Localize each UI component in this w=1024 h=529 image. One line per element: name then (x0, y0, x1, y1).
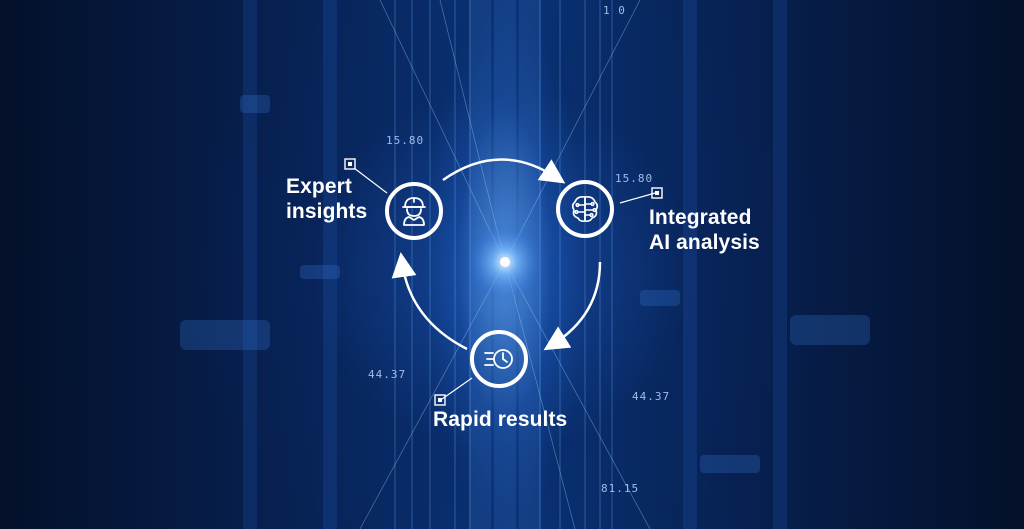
bg-number: 81.15 (601, 482, 640, 495)
marker-square (651, 187, 663, 199)
label-rapid-results: Rapid results (433, 407, 567, 432)
bg-number: 1 0 (603, 4, 626, 17)
bg-number: 44.37 (368, 368, 407, 381)
bg-number: 15.80 (386, 134, 425, 147)
label-line: Integrated (649, 206, 752, 229)
label-line: insights (286, 200, 368, 223)
node-integrated-ai-analysis (556, 180, 614, 238)
engineer-helmet-icon (402, 197, 426, 226)
label-line: Expert (286, 175, 352, 198)
label-integrated-ai-analysis: Integrated AI analysis (649, 205, 760, 255)
arrow-expert-to-ai (442, 158, 566, 184)
bg-number: 44.37 (632, 390, 671, 403)
node-expert-insights (385, 182, 443, 240)
label-line: AI analysis (649, 231, 760, 254)
label-expert-insights: Expert insights (286, 174, 368, 224)
arrow-ai-to-rapid (543, 261, 602, 351)
fast-clock-icon (484, 349, 513, 369)
node-rapid-results (470, 330, 528, 388)
arrow-rapid-to-expert (391, 252, 468, 351)
bg-number: 15.80 (615, 172, 654, 185)
label-line: Rapid results (433, 408, 568, 431)
marker-square (344, 158, 356, 170)
ai-brain-circuit-icon (571, 196, 599, 222)
marker-square (434, 394, 446, 406)
